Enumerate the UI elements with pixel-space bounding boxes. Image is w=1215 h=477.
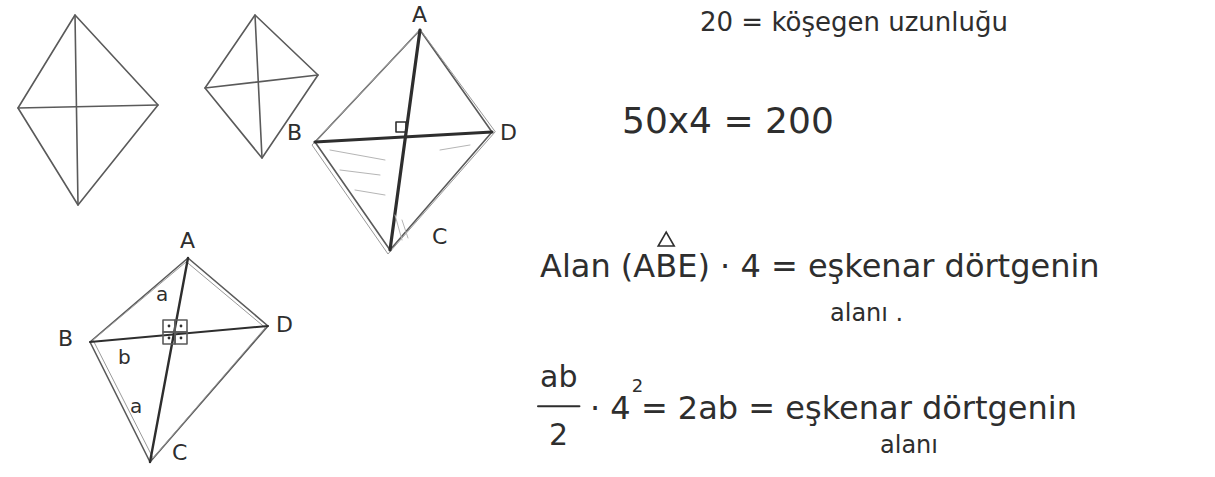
rhombus-sketch <box>90 258 268 462</box>
diagonal <box>150 258 188 462</box>
dot <box>180 337 183 340</box>
diagonal <box>390 30 420 250</box>
right-angle-mark <box>163 320 175 332</box>
fraction-denominator: 2 <box>549 418 568 453</box>
dot <box>168 337 171 340</box>
right-angle-mark <box>175 320 187 332</box>
equation-text: Alan (ABE) · 4 = eşkenar dörtgenin <box>540 248 1100 285</box>
vertex-letter: B <box>58 326 73 351</box>
diagonal <box>90 326 268 342</box>
vertex-letter: A <box>180 228 195 253</box>
diagonal <box>315 132 492 142</box>
vertex-letter: B <box>287 120 302 145</box>
vertex-letter: C <box>432 224 447 249</box>
side-label: a <box>130 395 142 418</box>
diagonal <box>255 15 262 158</box>
rhombus-sketch <box>18 15 158 205</box>
right-angle-mark <box>175 332 187 344</box>
rhombus-sketch <box>312 30 495 254</box>
equation-text: 50x4 = 200 <box>622 100 834 141</box>
shading <box>330 145 470 240</box>
note-text: 20 = köşegen uzunluğu <box>700 8 1008 38</box>
vertex-letter: C <box>172 440 187 465</box>
note-text: alanı . <box>830 300 903 328</box>
vertex-letter: A <box>412 2 427 27</box>
dot <box>180 325 183 328</box>
diagonal <box>75 15 78 205</box>
rhombus-sketch <box>93 262 265 458</box>
equation-text: · 4 = 2ab = eşkenar dörtgenin <box>590 390 1077 427</box>
right-angle-mark <box>396 122 406 132</box>
rhombus-sketch <box>205 15 318 158</box>
fraction-bar <box>538 405 579 407</box>
side-label: b <box>118 346 131 369</box>
vertex-letter: D <box>276 312 293 337</box>
right-angle-mark <box>163 332 175 344</box>
rhombus-sketch <box>315 30 492 250</box>
fraction-numerator: ab <box>540 360 577 395</box>
note-text: alanı <box>880 432 938 460</box>
vertex-letter: D <box>500 120 517 145</box>
diagonal <box>205 75 318 88</box>
diagonal <box>18 105 158 108</box>
side-label: a <box>156 283 168 306</box>
triangle-symbol <box>658 232 674 246</box>
dot <box>168 325 171 328</box>
